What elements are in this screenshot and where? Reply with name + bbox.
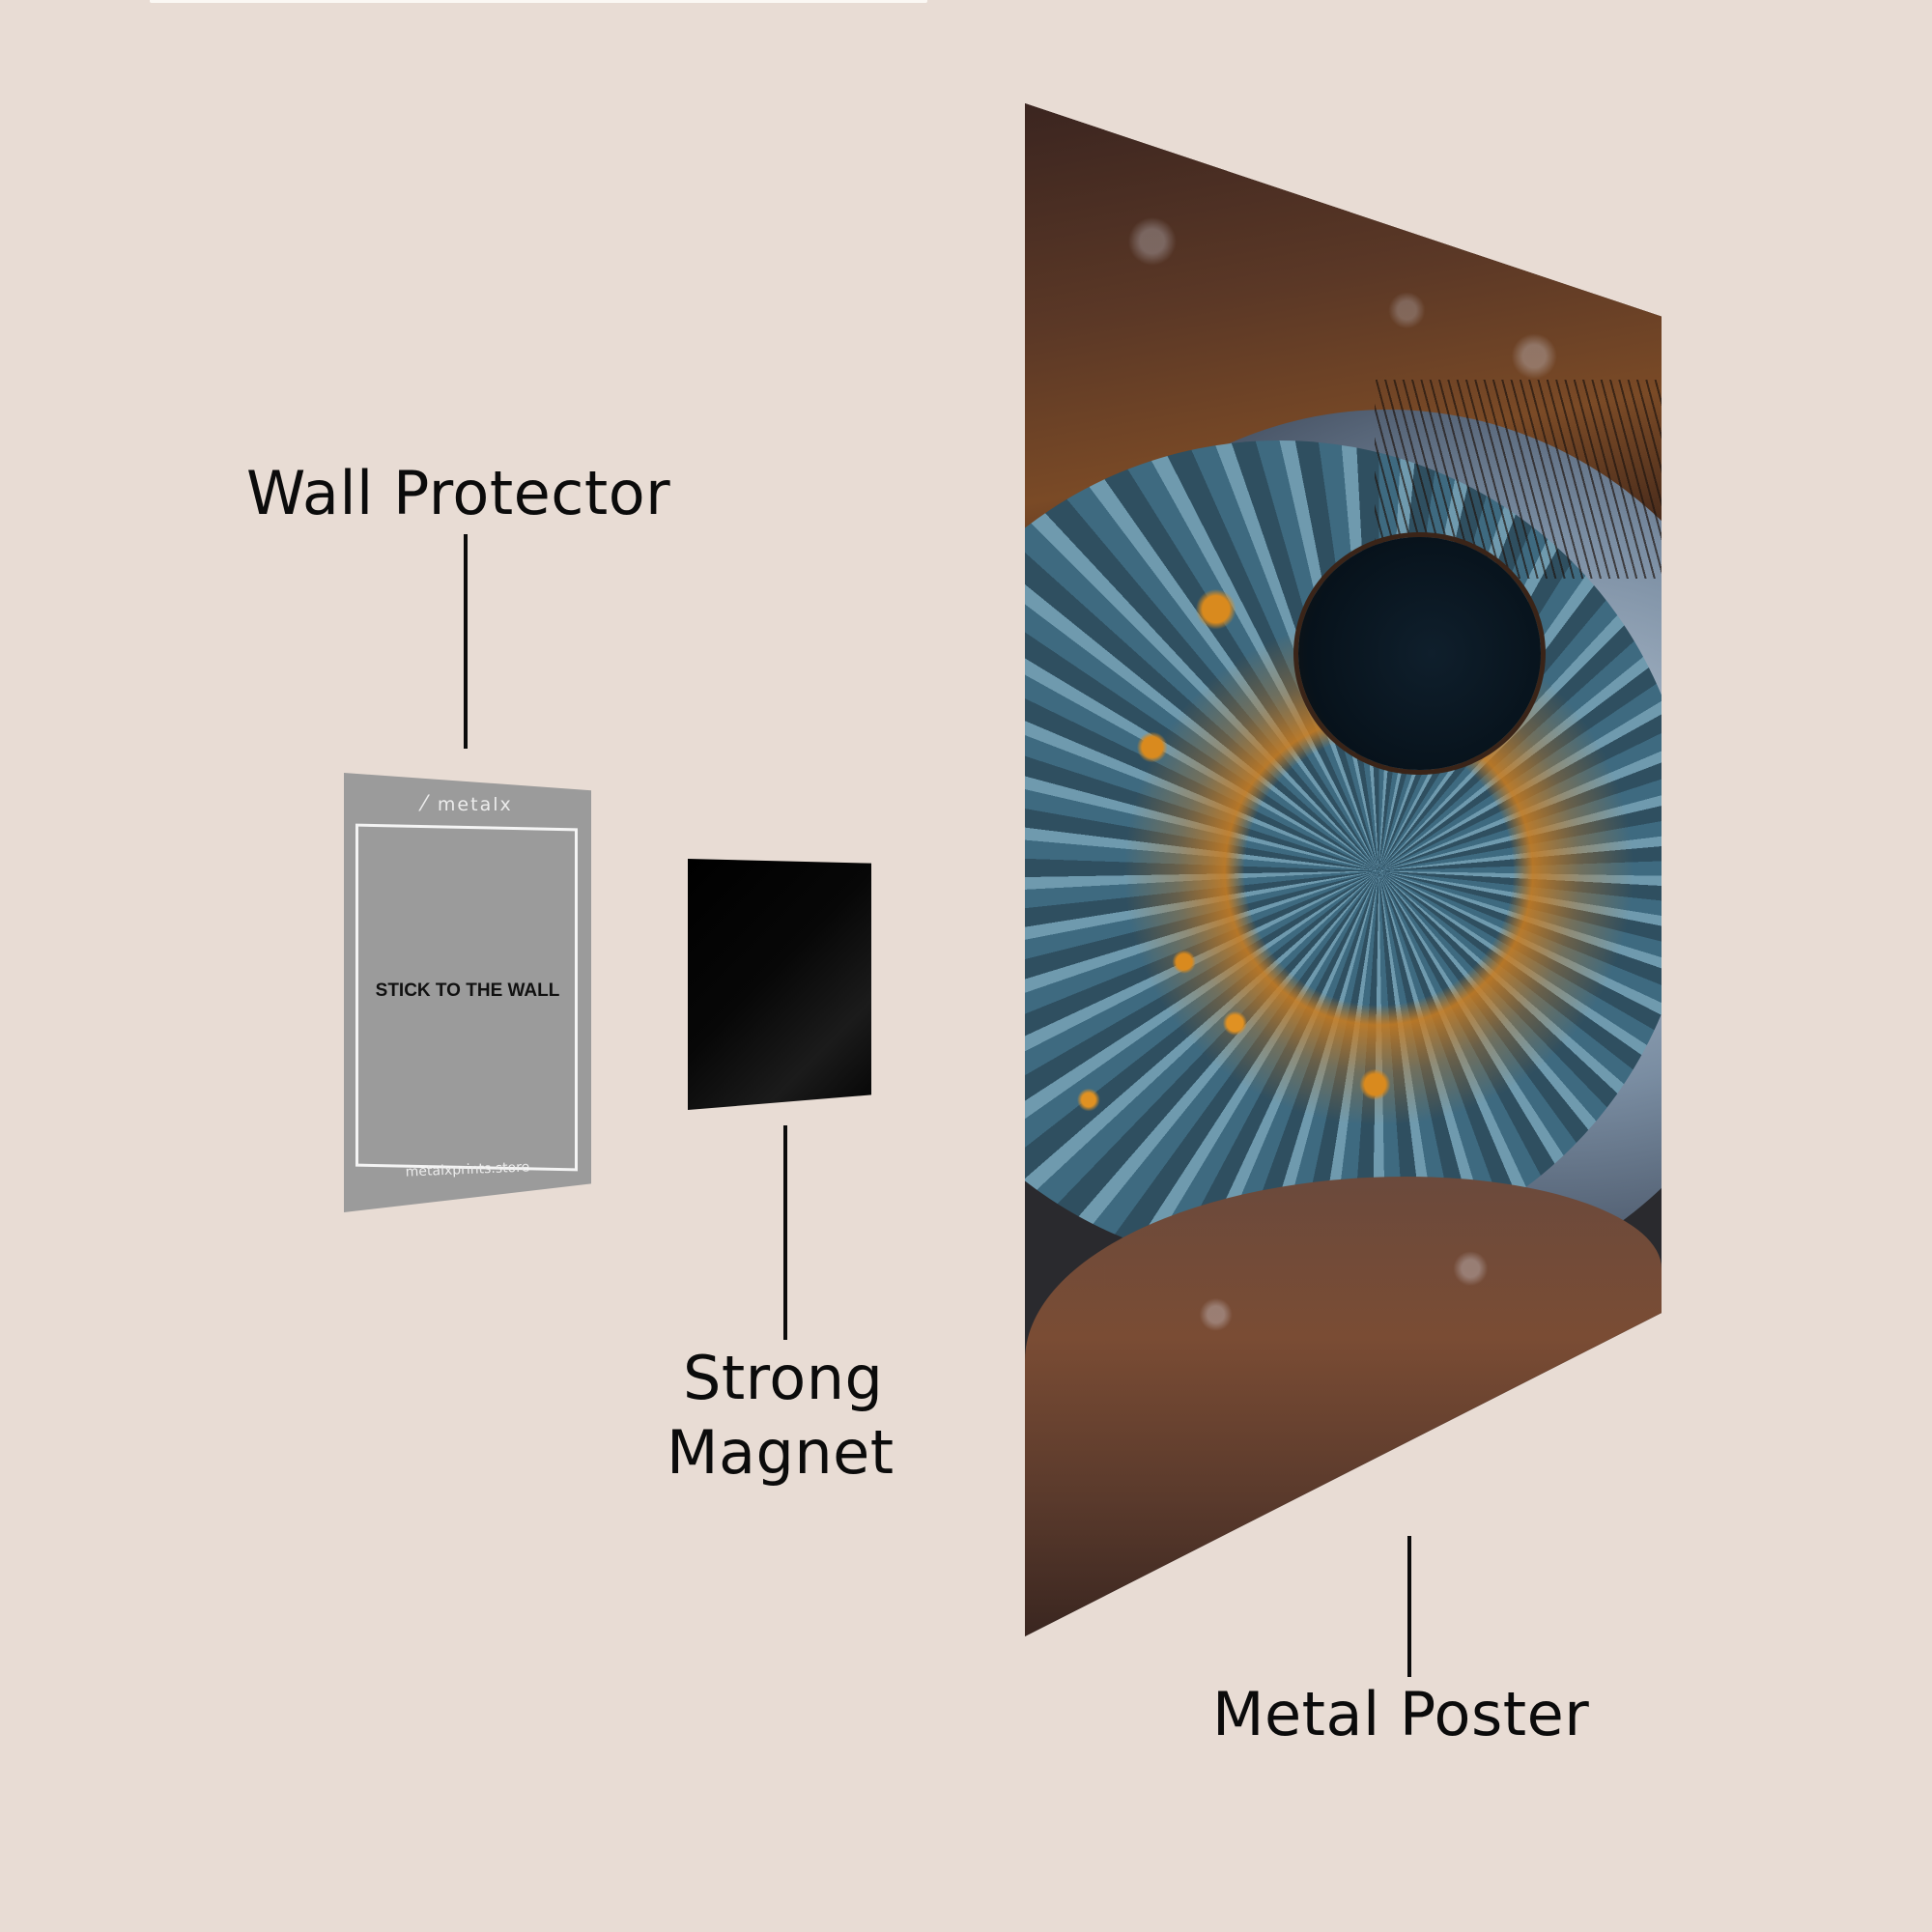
strong-magnet-connector-line xyxy=(783,1125,787,1340)
wall-protector-connector-line xyxy=(464,534,468,749)
strong-magnet-plate xyxy=(688,859,871,1110)
stick-instruction: STICK TO THE WALL xyxy=(375,980,560,1001)
brand-name: metalx xyxy=(437,794,513,815)
lower-eyelid xyxy=(1025,1176,1662,1636)
metal-poster xyxy=(1025,103,1662,1636)
metal-poster-connector-line xyxy=(1407,1536,1411,1677)
top-edge-strip xyxy=(150,0,927,3)
metal-poster-label: Metal Poster xyxy=(1212,1679,1590,1749)
metalx-logo-icon: ⁄ xyxy=(422,792,428,816)
eye-pupil xyxy=(1298,537,1541,771)
wall-protector-card: ⁄metalx STICK TO THE WALL metalxprints.s… xyxy=(344,773,591,1212)
wall-protector-label: Wall Protector xyxy=(246,458,671,528)
strong-magnet-label-line2: Magnet xyxy=(667,1417,895,1488)
strong-magnet-label-line1: Strong xyxy=(683,1343,884,1413)
metalx-logo: ⁄ metalx xyxy=(344,792,591,816)
